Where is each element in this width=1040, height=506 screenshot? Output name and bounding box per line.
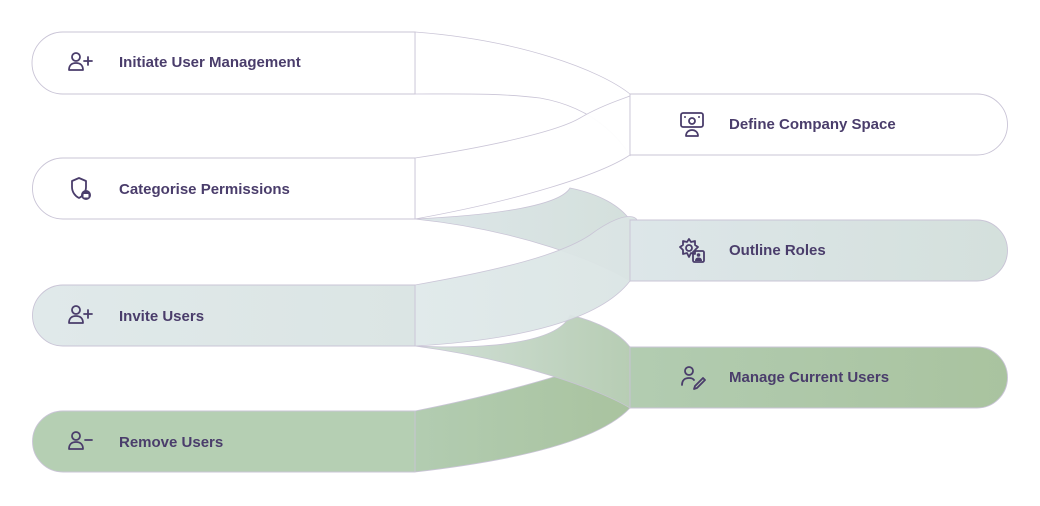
step-label: Initiate User Management (119, 54, 301, 71)
user-plus-icon (68, 305, 93, 324)
step-label: Outline Roles (729, 242, 826, 259)
user-edit-icon (681, 366, 706, 390)
presentation-user-icon (680, 112, 704, 137)
step-remove-users[interactable] (32, 410, 416, 473)
step-initiate-user-management[interactable] (31, 31, 416, 95)
step-label: Categorise Permissions (119, 181, 290, 198)
step-label: Manage Current Users (729, 369, 889, 386)
step-outline-roles[interactable] (629, 219, 1008, 282)
step-label: Invite Users (119, 308, 204, 325)
step-label: Remove Users (119, 434, 223, 451)
gear-user-icon (679, 238, 705, 263)
connector-invite-to-manage (414, 314, 631, 409)
user-minus-icon (68, 431, 93, 450)
step-define-company-space[interactable] (629, 93, 1008, 156)
connector-categorise-to-outline (414, 187, 631, 282)
step-manage-current-users[interactable] (629, 346, 1008, 409)
step-label: Define Company Space (729, 116, 896, 133)
shield-lock-icon (71, 177, 91, 200)
step-categorise-permissions[interactable] (32, 157, 416, 220)
user-plus-icon (68, 52, 93, 71)
step-invite-users[interactable] (32, 284, 416, 347)
